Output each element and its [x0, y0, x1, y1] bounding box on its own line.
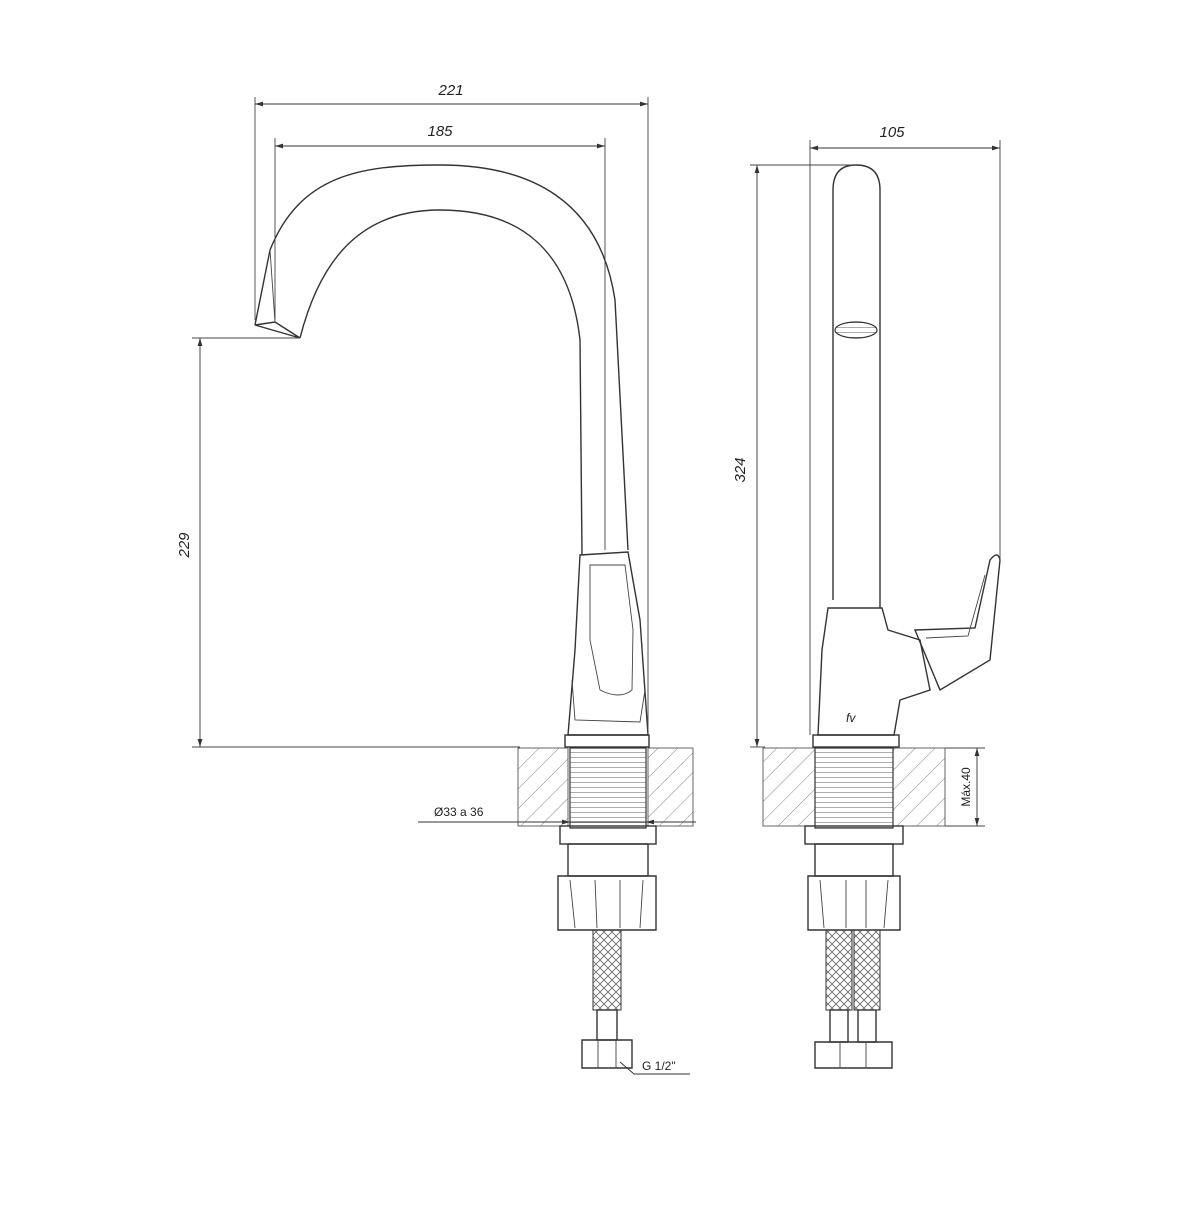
- side-body: [817, 607, 931, 736]
- dim-max-thickness: Máx.40: [959, 767, 973, 807]
- side-countertop-left: [762, 747, 816, 827]
- spout-inner: [299, 209, 583, 556]
- fixing-nut: [557, 875, 657, 931]
- hose-nut: [581, 1039, 633, 1069]
- handle: [567, 551, 649, 736]
- dim-depth: 105: [879, 124, 905, 141]
- side-countertop-right: [892, 747, 946, 827]
- side-spout: [832, 164, 881, 608]
- side-hose-nuts: [814, 1041, 893, 1069]
- dim-connection-thread: G 1/2": [642, 1059, 676, 1073]
- dim-overall-height: 324: [732, 457, 749, 482]
- side-fixing-nut: [807, 875, 901, 931]
- spout-tip: [254, 321, 301, 339]
- side-handle: [913, 554, 1001, 692]
- spout-outer: [254, 164, 629, 551]
- side-view: fv 324 105 Máx.40: [732, 124, 1001, 1069]
- side-hose-left: [825, 929, 853, 1011]
- countertop-left: [517, 747, 569, 827]
- countertop-right: [647, 747, 694, 827]
- side-hose-right: [853, 929, 881, 1011]
- brand-logo: fv: [846, 711, 856, 725]
- side-threaded-shank: [814, 747, 894, 829]
- flexible-hose: [592, 929, 622, 1011]
- dim-spout-height: 229: [176, 532, 193, 559]
- dim-hole-diameter: Ø33 a 36: [434, 805, 484, 819]
- dim-spout-reach: 185: [427, 123, 453, 140]
- threaded-shank: [569, 747, 647, 829]
- aerator: [834, 321, 878, 339]
- front-view: 221 185 229 Ø33 a 36 G 1/2": [176, 82, 696, 1075]
- base-flange: [564, 734, 650, 748]
- dim-overall-width: 221: [437, 82, 463, 99]
